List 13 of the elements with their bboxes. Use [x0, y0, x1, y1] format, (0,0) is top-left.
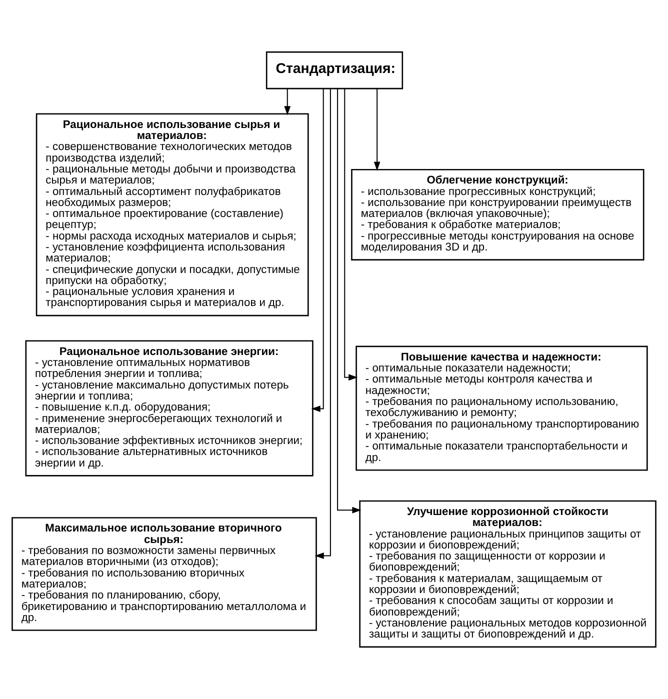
node-box: Максимальное использование вторичного сырья: - требования по возможности замены первичных материалов вторичными (из отходов); - требования по использованию вторичных материалов; - требования по планированию, сбору, брикетированию и транспортированию металлолома и др. — [12, 517, 317, 631]
node-box: Рациональное использование сырья и материалов: - совершенствование технологических методов производства изделий; - рациональные методы добычи и производства сырья и материалов; - оптимальный ассортимент полуфабрикатов необходимых размеров; - оптимальное проектирование (составление) рецептур; - нормы расхода исходных материалов и сырья; - установление коэффициента использования материалов; - специфические допуски и посадки, допустимые припуски на обработку; - рациональные условия хранения и транспортирования сырья и материалов и др. — [36, 113, 309, 316]
arrow — [311, 88, 324, 412]
node-box: Повышение качества и надежности: - оптимальные показатели надежности; - оптимальные методы контроля качества и надежности; - требования по рациональному использованию, техобслуживанию и ремонту; - требования по рациональному транспортированию и хранению; - оптимальные показатели транспортабельности и др. — [356, 346, 648, 471]
arrow — [284, 88, 291, 116]
arrow — [337, 88, 362, 514]
node-box: Рациональное использование энергии: - установление оптимальных нормативов потребления энергии и топлива; - установление максимально допустимых потерь энергии и топлива; - повышение к.п.д. оборудования; - применение энергосберегающих технологий и материалов; - использование эффективных источников энергии; - использование альтернативных источников энергии и др. — [25, 340, 314, 476]
arrow — [374, 88, 380, 171]
arrow — [314, 88, 331, 559]
arrow — [344, 88, 358, 381]
node-box: Облегчение конструкций: - использование прогрессивных конструкций; - использование при конструировании преимуществ материалов (включая упаковочные); - требования к обработке материалов; - прогрессивные методы конструирования на основе моделирования 3D и др. — [351, 168, 644, 260]
node-box: Стандартизация: — [266, 51, 404, 90]
node-box: Улучшение коррозионной стойкости материалов: - установление рациональных принципов защиты от коррозии и биоповреждений; - требования по защищенности от коррозии и биоповреждений; - требования к материалам, защищаемым от коррозии и биоповреждений; - требования к способам защиты от коррозии и биоповреждений; - установление рациональных методов коррозионной защиты и защиты от биоповреждений и др. — [359, 500, 656, 648]
